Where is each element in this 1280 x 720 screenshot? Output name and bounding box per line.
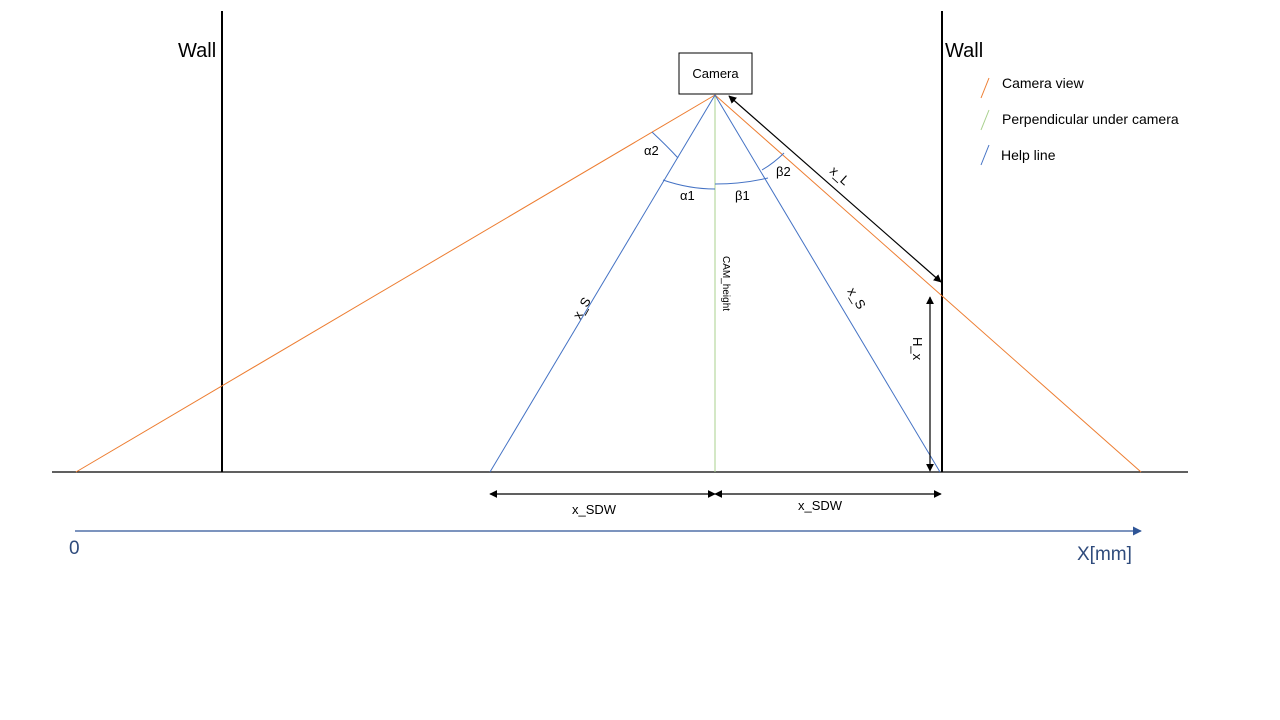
cam-height-label: CAM_height [720,256,731,311]
x-s-right-label: x_S [844,285,869,312]
left-wall-label: Wall [178,40,216,62]
camera-view-right [714,94,1142,473]
x-l-label: x_L [827,163,853,188]
legend-help-line-label: Help line [1001,147,1056,163]
legend: Camera view Perpendicular under camera H… [980,75,1179,166]
arc-alpha1 [662,179,716,190]
camera-view-left [75,94,716,473]
legend-camera-view-label: Camera view [1002,75,1085,91]
camera-label: Camera [692,66,739,81]
legend-help-line-swatch [980,144,990,166]
help-line-left [489,94,716,473]
x-axis-origin-label: 0 [69,538,80,559]
x-axis-label: X[mm] [1077,544,1132,565]
x-l-arrow [728,95,942,283]
camera-box [678,52,753,95]
beta2-label: β2 [776,164,791,179]
legend-camera-view-swatch [980,77,990,99]
beta1-label: β1 [735,188,750,203]
arc-beta1 [714,177,769,185]
x-s-left-label: x_S [570,294,594,321]
right-wall-label: Wall [945,40,983,62]
h-x-label: H_x [910,337,925,361]
x-sdw-right-label: x_SDW [798,498,843,513]
x-sdw-left-label: x_SDW [572,502,617,517]
legend-perpendicular-swatch [980,109,990,131]
help-line-right [714,94,941,473]
legend-perpendicular-label: Perpendicular under camera [1002,111,1179,127]
alpha1-label: α1 [680,188,695,203]
alpha2-label: α2 [644,143,659,158]
arc-alpha2 [651,131,679,159]
